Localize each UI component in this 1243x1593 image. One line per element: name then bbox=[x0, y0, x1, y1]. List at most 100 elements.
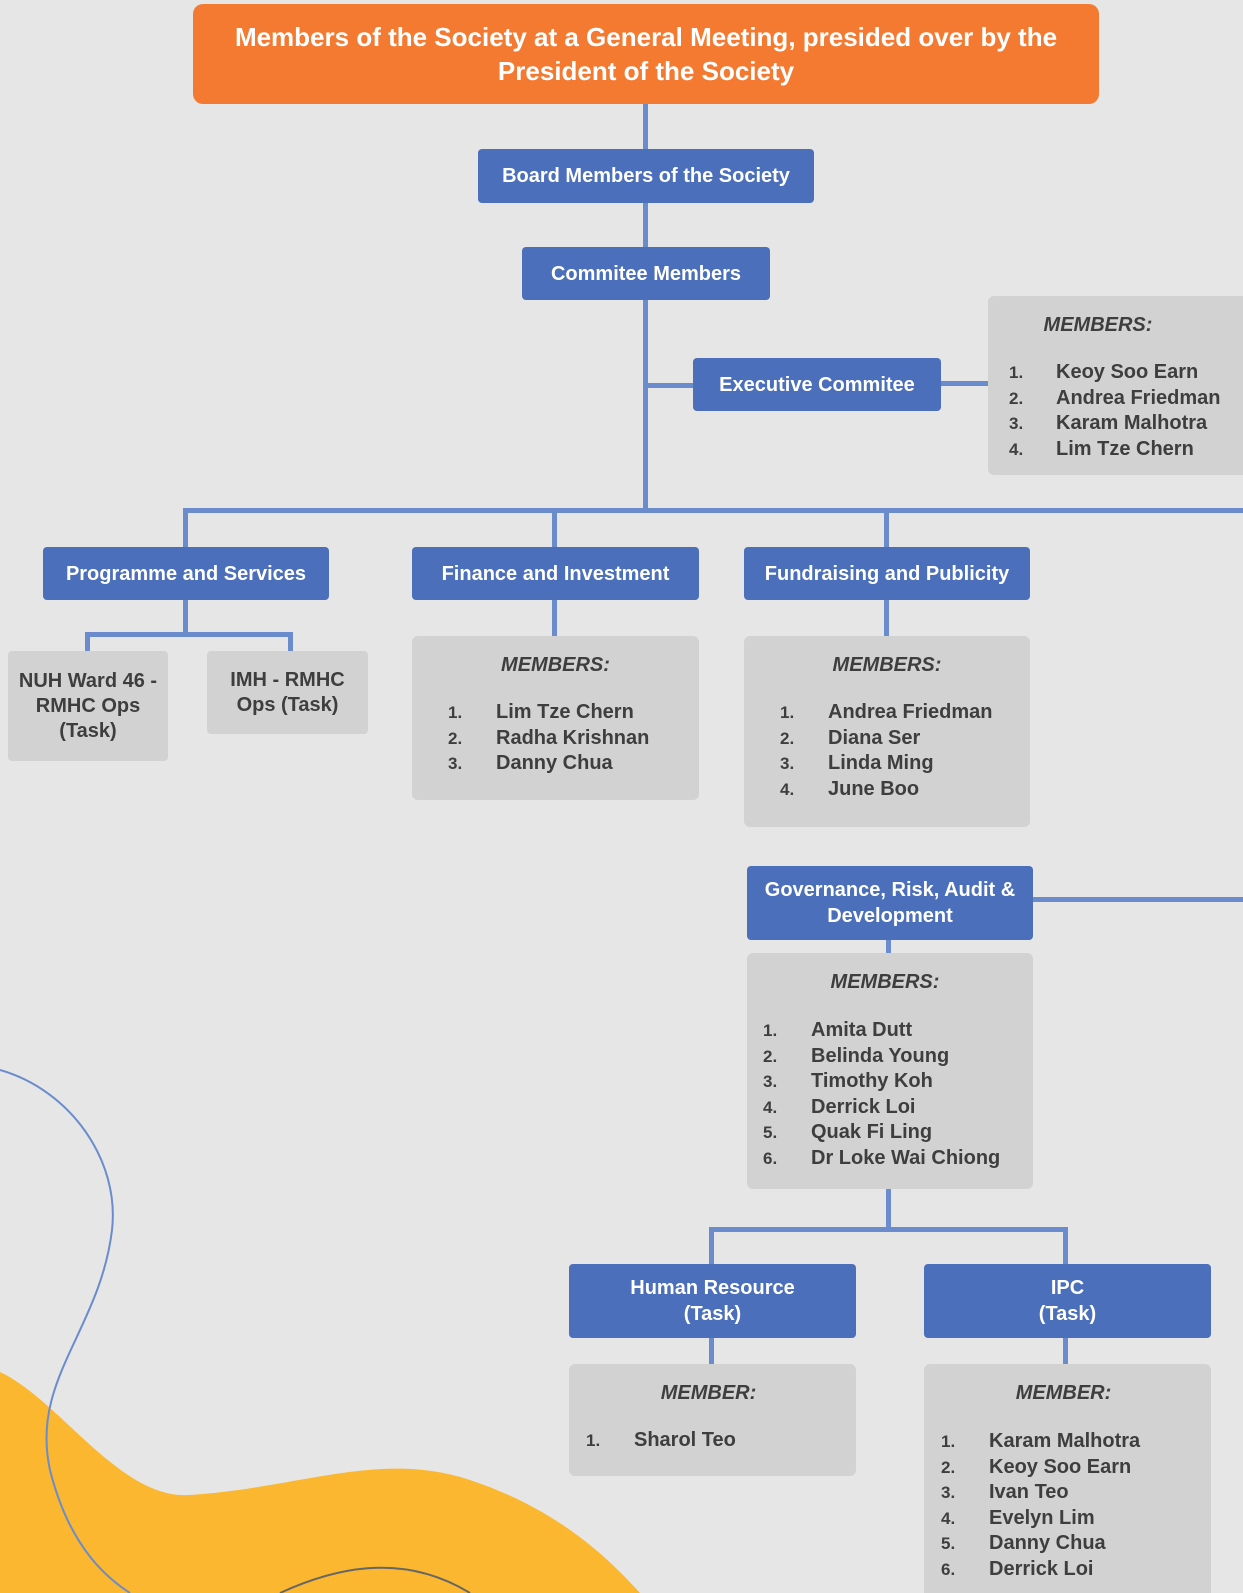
member-number: 1. bbox=[448, 703, 463, 722]
member-item: 2.Diana Ser bbox=[780, 726, 992, 752]
member-number: 3. bbox=[941, 1483, 956, 1502]
member-item: 4. Derrick Loi bbox=[763, 1095, 1000, 1121]
general-meeting-box: Members of the Society at a General Meet… bbox=[193, 4, 1099, 104]
nuh-task-box: NUH Ward 46 - RMHC Ops (Task) bbox=[8, 651, 168, 761]
connector-top-board bbox=[643, 103, 648, 149]
member-number: 1. bbox=[586, 1431, 601, 1450]
connector-department-bus bbox=[183, 508, 1243, 513]
connector-governance-members bbox=[886, 938, 891, 953]
member-name: Amita Dutt bbox=[811, 1019, 913, 1041]
member-name: Sharol Teo bbox=[634, 1429, 736, 1451]
connector-task-bus bbox=[85, 632, 293, 637]
connector-fundraising-members bbox=[884, 600, 889, 636]
governance-members-heading: MEMBERS: bbox=[830, 971, 940, 993]
member-item: 2. Andrea Friedman bbox=[1009, 386, 1220, 412]
finance-investment-label: Finance and Investment bbox=[441, 562, 670, 585]
member-number: 6. bbox=[941, 1559, 956, 1579]
member-number: 2. bbox=[763, 1046, 778, 1066]
member-number: 1. bbox=[780, 703, 795, 722]
member-number: 4. bbox=[763, 1097, 778, 1117]
member-number: 2. bbox=[1009, 388, 1024, 408]
dark-curve-line bbox=[279, 1566, 471, 1593]
member-name: Linda Ming bbox=[828, 752, 934, 774]
committee-members-label: Commitee Members bbox=[550, 262, 742, 285]
member-name: Andrea Friedman bbox=[1056, 386, 1221, 409]
connector-programme-down bbox=[183, 600, 188, 635]
exec-members-heading: MEMBERS: bbox=[1043, 314, 1153, 336]
member-name: Belinda Young bbox=[811, 1044, 950, 1067]
member-name: Dr Loke Wai Chiong bbox=[811, 1146, 1001, 1169]
member-number: 1. bbox=[763, 1021, 778, 1040]
member-item: 1.Karam Malhotra bbox=[941, 1429, 1140, 1455]
general-meeting-title: Members of the Society at a General Meet… bbox=[234, 22, 1058, 86]
connector-finance bbox=[552, 508, 557, 548]
blue-curve-line bbox=[0, 1069, 131, 1593]
member-name: Lim Tze Chern bbox=[496, 701, 634, 723]
connector-sub-bus bbox=[709, 1227, 1068, 1232]
member-item: 3. Timothy Koh bbox=[763, 1069, 1000, 1095]
member-item: 2.Radha Krishnan bbox=[448, 726, 649, 752]
member-number: 3. bbox=[763, 1072, 778, 1091]
member-name: Derrick Loi bbox=[811, 1095, 916, 1118]
committee-members-node: Commitee Members bbox=[522, 247, 770, 300]
member-item: 6. Dr Loke Wai Chiong bbox=[763, 1146, 1000, 1172]
member-item: 1. Andrea Friedman bbox=[780, 700, 992, 726]
member-item: 3.Danny Chua bbox=[448, 751, 649, 777]
fundraising-publicity-node: Fundraising and Publicity bbox=[744, 547, 1030, 600]
human-resource-node: Human Resource (Task) bbox=[569, 1264, 856, 1338]
member-name: Karam Malhotra bbox=[989, 1430, 1141, 1452]
member-number: 2. bbox=[448, 728, 463, 748]
member-name: Timothy Koh bbox=[811, 1070, 933, 1092]
executive-committee-label: Executive Commitee bbox=[719, 373, 915, 396]
member-item: 5.Danny Chua bbox=[941, 1531, 1140, 1557]
member-item: 1.Keoy Soo Earn bbox=[1009, 360, 1220, 386]
member-name: Andrea Friedman bbox=[828, 701, 993, 723]
member-item: 5.Quak Fi Ling bbox=[763, 1120, 1000, 1146]
member-item: 3.Linda Ming bbox=[780, 751, 992, 777]
governance-members-panel: MEMBERS: 1. Amita Dutt 2. Belinda Young 3. Ti… bbox=[747, 953, 1033, 1189]
member-name: June Boo bbox=[828, 777, 920, 800]
member-name: Keoy Soo Earn bbox=[1056, 361, 1199, 383]
member-name: Lim Tze Chern bbox=[1056, 437, 1194, 460]
member-item: 4.Evelyn Lim bbox=[941, 1506, 1140, 1532]
imh-task-box: IMH - RMHC Ops (Task) bbox=[207, 651, 368, 734]
member-number: 5. bbox=[763, 1123, 778, 1142]
governance-node: Governance, Risk, Audit & Development bbox=[747, 866, 1033, 940]
nuh-task-label: NUH Ward 46 - RMHC Ops (Task) bbox=[18, 669, 158, 742]
member-number: 4. bbox=[1009, 439, 1024, 459]
member-number: 3. bbox=[1009, 414, 1024, 433]
connector-fundraising bbox=[884, 508, 889, 548]
ipc-members-heading: MEMBER: bbox=[1015, 1382, 1112, 1404]
executive-committee-node: Executive Commitee bbox=[693, 358, 941, 411]
connector-board-committee bbox=[643, 201, 648, 247]
board-members-node: Board Members of the Society bbox=[478, 149, 814, 203]
member-number: 2. bbox=[780, 728, 795, 748]
member-name: Derrick Loi bbox=[989, 1557, 1094, 1580]
fundraising-publicity-label: Fundraising and Publicity bbox=[764, 562, 1010, 585]
member-name: Evelyn Lim bbox=[989, 1506, 1095, 1529]
imh-task-label: IMH - RMHC Ops (Task) bbox=[230, 668, 345, 716]
member-item: 2. Belinda Young bbox=[763, 1044, 1000, 1070]
member-number: 2. bbox=[941, 1457, 956, 1477]
member-item: 2. Keoy Soo Earn bbox=[941, 1455, 1140, 1481]
member-number: 6. bbox=[763, 1148, 778, 1168]
connector-governance-right bbox=[1030, 897, 1243, 902]
member-name: Keoy Soo Earn bbox=[989, 1455, 1132, 1478]
member-item: 4.June Boo bbox=[780, 777, 992, 803]
governance-members-list: 1. Amita Dutt 2. Belinda Young 3. Timothy Koh… bbox=[763, 1018, 1000, 1171]
finance-investment-node: Finance and Investment bbox=[412, 547, 699, 600]
ipc-node: IPC (Task) bbox=[924, 1264, 1211, 1338]
member-item: 3. Karam Malhotra bbox=[1009, 411, 1220, 437]
yellow-wave-shape bbox=[0, 1372, 640, 1593]
ipc-label: IPC (Task) bbox=[1038, 1277, 1097, 1325]
member-name: Karam Malhotra bbox=[1056, 412, 1208, 434]
connector-ipc bbox=[1063, 1227, 1068, 1265]
member-item: 3.Ivan Teo bbox=[941, 1480, 1140, 1506]
connector-exec-members bbox=[940, 381, 988, 386]
